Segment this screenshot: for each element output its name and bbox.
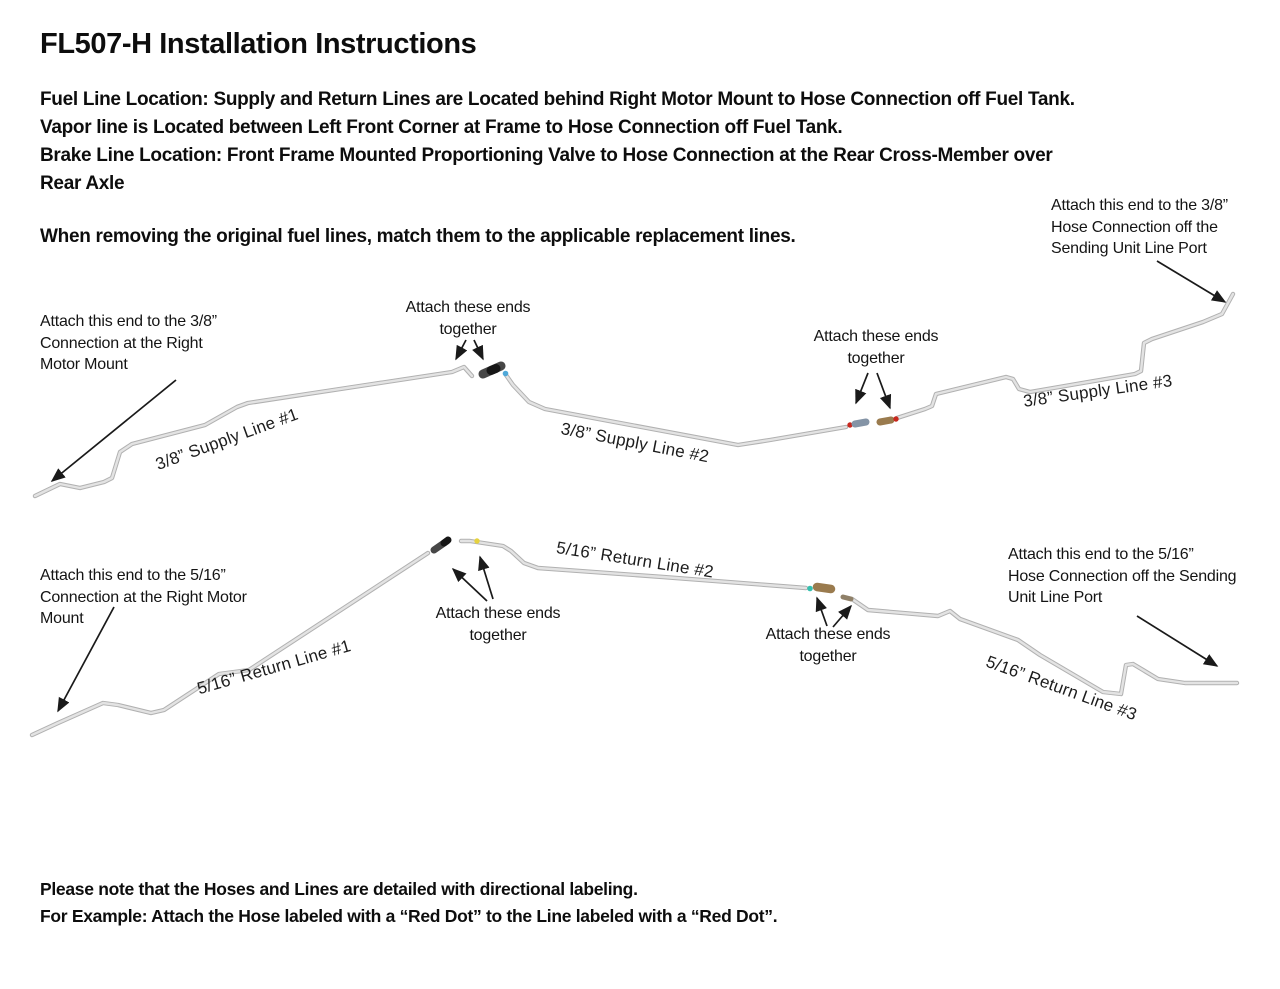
- return-line3-start-fitting: [840, 594, 854, 602]
- return-right-end-annotation: Attach this end to the 5/16” Hose Connec…: [1008, 546, 1237, 606]
- return-line2-end-fitting: [812, 582, 836, 594]
- red-dot-marker: [847, 422, 853, 428]
- supply-left-pointer-arrow: [50, 379, 177, 482]
- supply-join1-pointer-arrow: [472, 339, 484, 361]
- return-right-pointer-arrow: [1136, 615, 1219, 667]
- supply-line2-end-fitting: [851, 418, 870, 428]
- return-join1-annotation: Attach these ends together: [435, 605, 561, 644]
- return-join2-pointer-arrow: [815, 596, 828, 627]
- supply-line3-start-fitting: [876, 416, 895, 426]
- blue-dot-marker: [502, 370, 509, 377]
- return-line1-end-band: [440, 536, 452, 547]
- supply-join2-annotation: Attach these ends together: [813, 328, 939, 367]
- supply-join1-pointer-arrow: [455, 339, 468, 361]
- supply-right-pointer-arrow: [1156, 260, 1227, 303]
- supply-left-end-annotation: Attach this end to the 3/8” Connection a…: [40, 313, 217, 373]
- return-left-pointer-arrow: [57, 606, 115, 713]
- supply-join1-hose-band: [486, 364, 501, 375]
- directional-labeling-note: Please note that the Hoses and Lines are…: [40, 879, 778, 926]
- supply-line-2-tube: [506, 375, 846, 445]
- red-dot-marker: [893, 416, 899, 422]
- return-join2-annotation: Attach these ends together: [765, 626, 891, 665]
- return-join2-pointer-arrow: [832, 604, 852, 628]
- return-left-end-annotation: Attach this end to the 5/16” Connection …: [40, 567, 247, 627]
- return-join1-pointer-arrow: [451, 567, 488, 602]
- return-join1-pointer-arrow: [478, 555, 494, 600]
- yellow-dot-marker: [474, 538, 480, 544]
- matching-instruction: When removing the original fuel lines, m…: [40, 226, 796, 247]
- page-title: FL507-H Installation Instructions: [40, 28, 477, 60]
- supply-join1-annotation: Attach these ends together: [405, 299, 531, 338]
- supply-right-end-annotation: Attach this end to the 3/8” Hose Connect…: [1051, 197, 1228, 257]
- supply-join2-pointer-arrow: [876, 372, 892, 410]
- supply-join2-pointer-arrow: [855, 372, 869, 405]
- teal-dot-marker: [807, 585, 813, 592]
- fuel-line-location-notes: Fuel Line Location: Supply and Return Li…: [40, 89, 1075, 194]
